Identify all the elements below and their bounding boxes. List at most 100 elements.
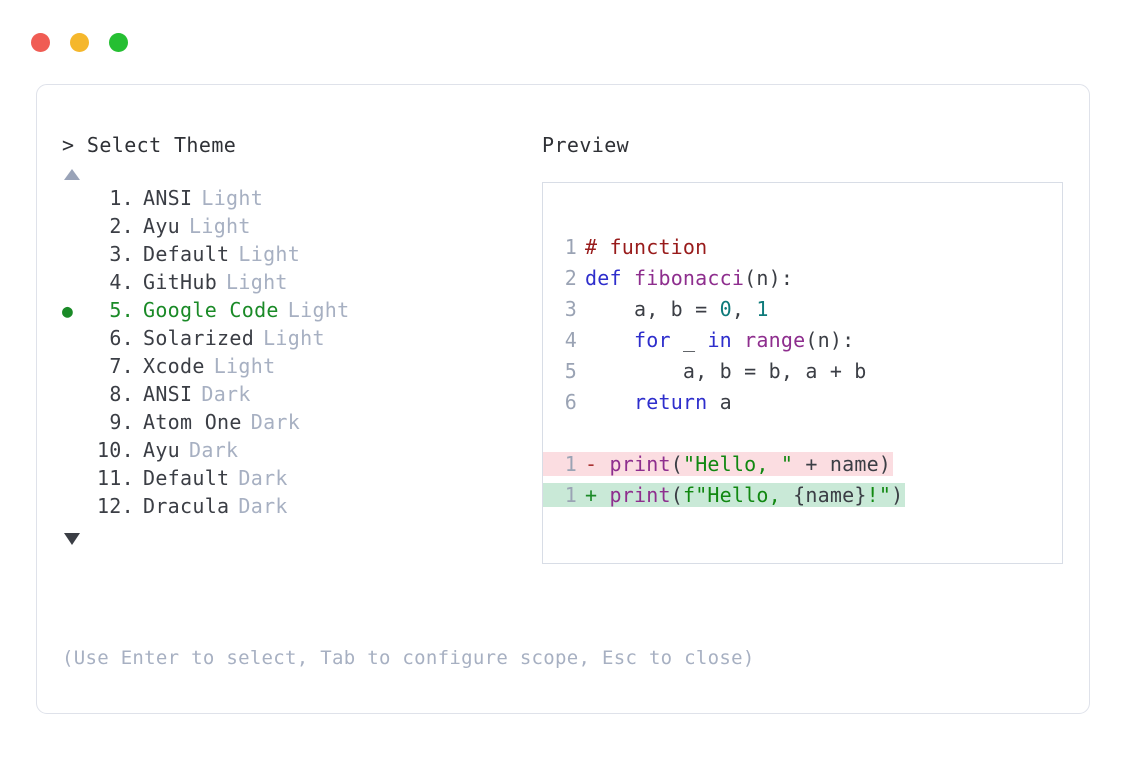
code-token: 1 [756, 297, 769, 321]
theme-item-variant: Dark [238, 466, 288, 490]
code-token [732, 328, 744, 352]
theme-item-variant: Light [263, 326, 325, 350]
diff-sign: + [585, 483, 610, 507]
code-token: _ [670, 328, 708, 352]
theme-list-item[interactable]: 3. Default Light [62, 242, 532, 270]
line-number: 3 [564, 297, 577, 321]
code-line-text: a, b = 0, 1 [585, 297, 769, 321]
theme-item-name: Xcode [143, 354, 205, 378]
code-token: , [731, 297, 757, 321]
theme-list-item[interactable]: 8. ANSI Dark [62, 382, 532, 410]
line-number: 1 [564, 235, 577, 259]
code-line: 6 return a [543, 390, 1062, 421]
code-token: def [585, 266, 634, 290]
minimize-window-button[interactable] [70, 33, 89, 52]
theme-item-variant: Light [226, 270, 288, 294]
theme-item-name: ANSI [143, 186, 193, 210]
code-token: f"Hello, [682, 483, 794, 507]
code-token: a [707, 390, 732, 414]
code-token: (n): [744, 266, 794, 290]
theme-item-variant: Light [287, 298, 350, 322]
theme-item-index: 10. [96, 438, 134, 462]
theme-item-variant: Dark [201, 382, 251, 406]
code-line-text: for _ in range(n): [585, 328, 854, 352]
diff-sign: - [585, 452, 610, 476]
theme-item-variant: Light [189, 214, 251, 238]
code-token [585, 390, 634, 414]
theme-item-variant: Light [238, 242, 301, 266]
code-token: print [609, 452, 671, 476]
theme-item-name: GitHub [143, 270, 218, 294]
code-token: (n): [805, 328, 855, 352]
code-line: 4 for _ in range(n): [543, 328, 1062, 359]
theme-item-name: Default [143, 242, 230, 266]
code-line-text: def fibonacci(n): [585, 266, 793, 290]
theme-item-index: 5. [109, 298, 134, 322]
code-token: ) [891, 483, 904, 507]
code-token: 0 [719, 297, 732, 321]
diff-block: 1- print("Hello, " + name)1+ print(f"Hel… [543, 452, 1062, 514]
code-token: # function [585, 235, 708, 259]
code-line-text: return a [585, 390, 732, 414]
line-number: 1 [543, 483, 585, 507]
theme-item-index: 11. [96, 466, 134, 490]
line-number: 1 [543, 452, 585, 476]
theme-list-item[interactable]: 7. Xcode Light [62, 354, 532, 382]
line-number: 2 [564, 266, 577, 290]
theme-item-variant: Light [213, 354, 276, 378]
code-line: 2 def fibonacci(n): [543, 266, 1062, 297]
theme-list-item[interactable]: 2. Ayu Light [62, 214, 532, 242]
close-window-button[interactable] [31, 33, 50, 52]
code-line: 1 # function [543, 235, 1062, 266]
theme-item-index: 8. [109, 382, 134, 406]
code-token [585, 328, 634, 352]
code-token: "Hello, " [682, 452, 794, 476]
maximize-window-button[interactable] [109, 33, 128, 52]
theme-item-index: 3. [109, 242, 134, 266]
code-token: ( [670, 452, 683, 476]
code-spacer [543, 421, 1062, 452]
triangle-down-icon[interactable] [64, 533, 80, 545]
preview-title: Preview [542, 133, 630, 157]
theme-item-index: 6. [109, 326, 134, 350]
diff-line-text: + print(f"Hello, {name}!") [585, 483, 906, 507]
diff-line-del: 1- print("Hello, " + name) [543, 452, 1062, 483]
theme-item-variant: Dark [189, 438, 239, 462]
keyboard-hint: (Use Enter to select, Tab to configure s… [62, 647, 755, 669]
line-number: 6 [564, 390, 577, 414]
code-token: {name} [793, 483, 867, 507]
line-number: 4 [564, 328, 577, 352]
page-title: Select Theme [86, 133, 237, 157]
code-token: a, b = b, a + b [585, 359, 867, 383]
selected-bullet-icon: ● [62, 301, 74, 322]
diff-line-text: - print("Hello, " + name) [585, 452, 894, 476]
theme-item-name: Default [143, 466, 230, 490]
window-controls [31, 33, 128, 52]
code-token: for [633, 328, 671, 352]
theme-item-index: 2. [109, 214, 134, 238]
code-line: 5 a, b = b, a + b [543, 359, 1062, 390]
theme-item-index: 12. [96, 494, 134, 518]
theme-item-name: ANSI [143, 382, 193, 406]
code-token: fibonacci [633, 266, 745, 290]
code-token: in [707, 328, 732, 352]
triangle-up-icon[interactable] [64, 169, 80, 180]
theme-list-item[interactable]: 11. Default Dark [62, 466, 532, 494]
code-token: print [609, 483, 671, 507]
theme-item-name: Ayu [143, 214, 181, 238]
code-line: 3 a, b = 0, 1 [543, 297, 1062, 328]
theme-item-index: 7. [109, 354, 134, 378]
theme-item-name: Atom One [143, 410, 242, 434]
code-token: return [633, 390, 708, 414]
